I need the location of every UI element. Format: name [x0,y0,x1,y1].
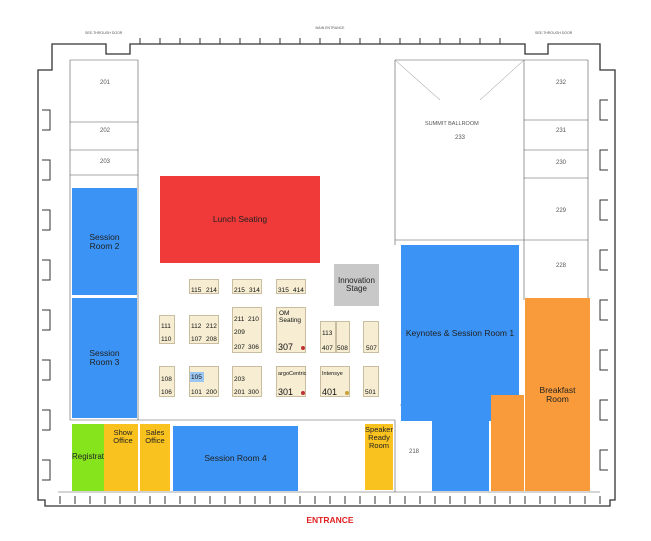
booth-115-214[interactable]: 115 214 [189,279,219,294]
booth-label: 214 [206,287,217,294]
booth-label: 101 [191,389,202,396]
booth-label: 107 [191,336,202,343]
summit-ballroom-label: SUMMIT BALLROOM [425,121,479,127]
show-office-area[interactable]: Show Office [108,424,138,491]
room-230: 230 [556,160,567,166]
room-229: 229 [556,208,567,214]
booth-label: 315 [278,287,289,294]
booth-label: 112 [191,323,202,330]
main-entrance-label: MAIN ENTRANCE [315,26,345,30]
booth-108-106[interactable]: 108 106 [159,366,175,397]
booth-label: 508 [337,345,348,352]
booth-label: 314 [249,287,260,294]
keynotes-session-room-1-area[interactable]: Keynotes & Session Room 1 [401,245,519,421]
lunch-seating-area[interactable]: Lunch Seating [160,176,320,263]
booth-label: 307 [278,342,294,352]
booth-label: 215 [234,287,245,294]
booth-211-210[interactable]: 211 210 209 207 306 [232,307,262,353]
booth-215-314[interactable]: 215 314 [232,279,262,294]
booth-label: 210 [248,316,259,323]
booth-label: 201 [234,389,245,396]
sales-office-area[interactable]: Sales Office [140,424,170,491]
booth-label: 301 [278,387,294,397]
logo-icon [345,391,349,395]
booth-label: 200 [206,389,217,396]
logo-icon [301,391,305,395]
room-228: 228 [556,263,567,269]
booth-label: 106 [161,389,172,396]
registration-area[interactable]: Registration [72,424,115,491]
booth-label: 211 [234,316,245,323]
booth-intensye-401[interactable]: Intensye 401 [320,366,350,397]
booth-label: 300 [248,389,259,396]
booth-label: 407 [322,345,333,352]
booth-501[interactable]: 501 [363,366,379,397]
booth-label: 208 [206,336,217,343]
booth-507[interactable]: 507 [363,321,379,353]
booth-label: Intensye [322,371,343,377]
booth-label: 212 [206,323,217,330]
room-203: 203 [100,159,111,165]
logo-icon [301,346,305,350]
booth-label: 207 [234,344,245,351]
booth-label: 108 [161,376,172,383]
booth-label: OM Seating [279,310,302,324]
room-232: 232 [556,80,567,86]
innovation-stage-area[interactable]: Innovation Stage [334,264,379,306]
booth-label: 110 [161,336,172,343]
room-201: 201 [100,80,111,86]
booth-113-407[interactable]: 113 407 [320,321,336,353]
session-room-3-area[interactable]: Session Room 3 [72,298,137,418]
booth-label: 414 [293,287,304,294]
room-202: 202 [100,128,111,134]
booth-label: 209 [234,329,245,336]
top-left-door-label: SEE-THROUGH DOOR [85,31,123,35]
blue-room-bottom[interactable] [432,395,489,491]
session-room-4-area[interactable]: Session Room 4 [173,426,298,491]
booth-argocentric-301[interactable]: argoCentric 301 [276,366,306,397]
booth-om-seating-307[interactable]: OM Seating 307 [276,307,306,353]
booth-label: 111 [161,323,171,330]
booth-203-201-300[interactable]: 203 201 300 [232,366,262,397]
entrance-label[interactable]: ENTRANCE [306,515,354,525]
booth-label: 507 [366,345,377,352]
booth-112-212[interactable]: 112 212 107 208 [189,315,219,344]
room-231: 231 [556,128,567,134]
booth-label: 105 [191,374,202,381]
booth-label: 401 [322,387,338,397]
booth-label: 113 [322,330,333,337]
orange-room-bottom[interactable] [491,395,524,491]
booth-105-highlight [190,372,204,382]
booth-111-110[interactable]: 111 110 [159,315,175,344]
room-233: 233 [455,135,466,141]
booth-label: 115 [191,287,202,294]
session-room-2-area[interactable]: Session Room 2 [72,188,137,295]
booth-label: argoCentric [278,371,307,377]
booth-105-101-200[interactable]: 105 101 200 [189,366,219,397]
booth-315-414[interactable]: 315 414 [276,279,306,294]
booth-label: 203 [234,376,245,383]
speaker-ready-room-area[interactable]: Speaker Ready Room [365,424,393,490]
top-right-door-label: SEE-THROUGH DOOR [535,31,573,35]
room-218: 218 [409,449,420,455]
booth-label: 306 [248,344,259,351]
booth-508[interactable]: 508 [336,321,350,353]
booth-label: 501 [365,389,376,396]
yellow-strip [104,424,108,491]
breakfast-room-area[interactable]: Breakfast Room [525,298,590,491]
